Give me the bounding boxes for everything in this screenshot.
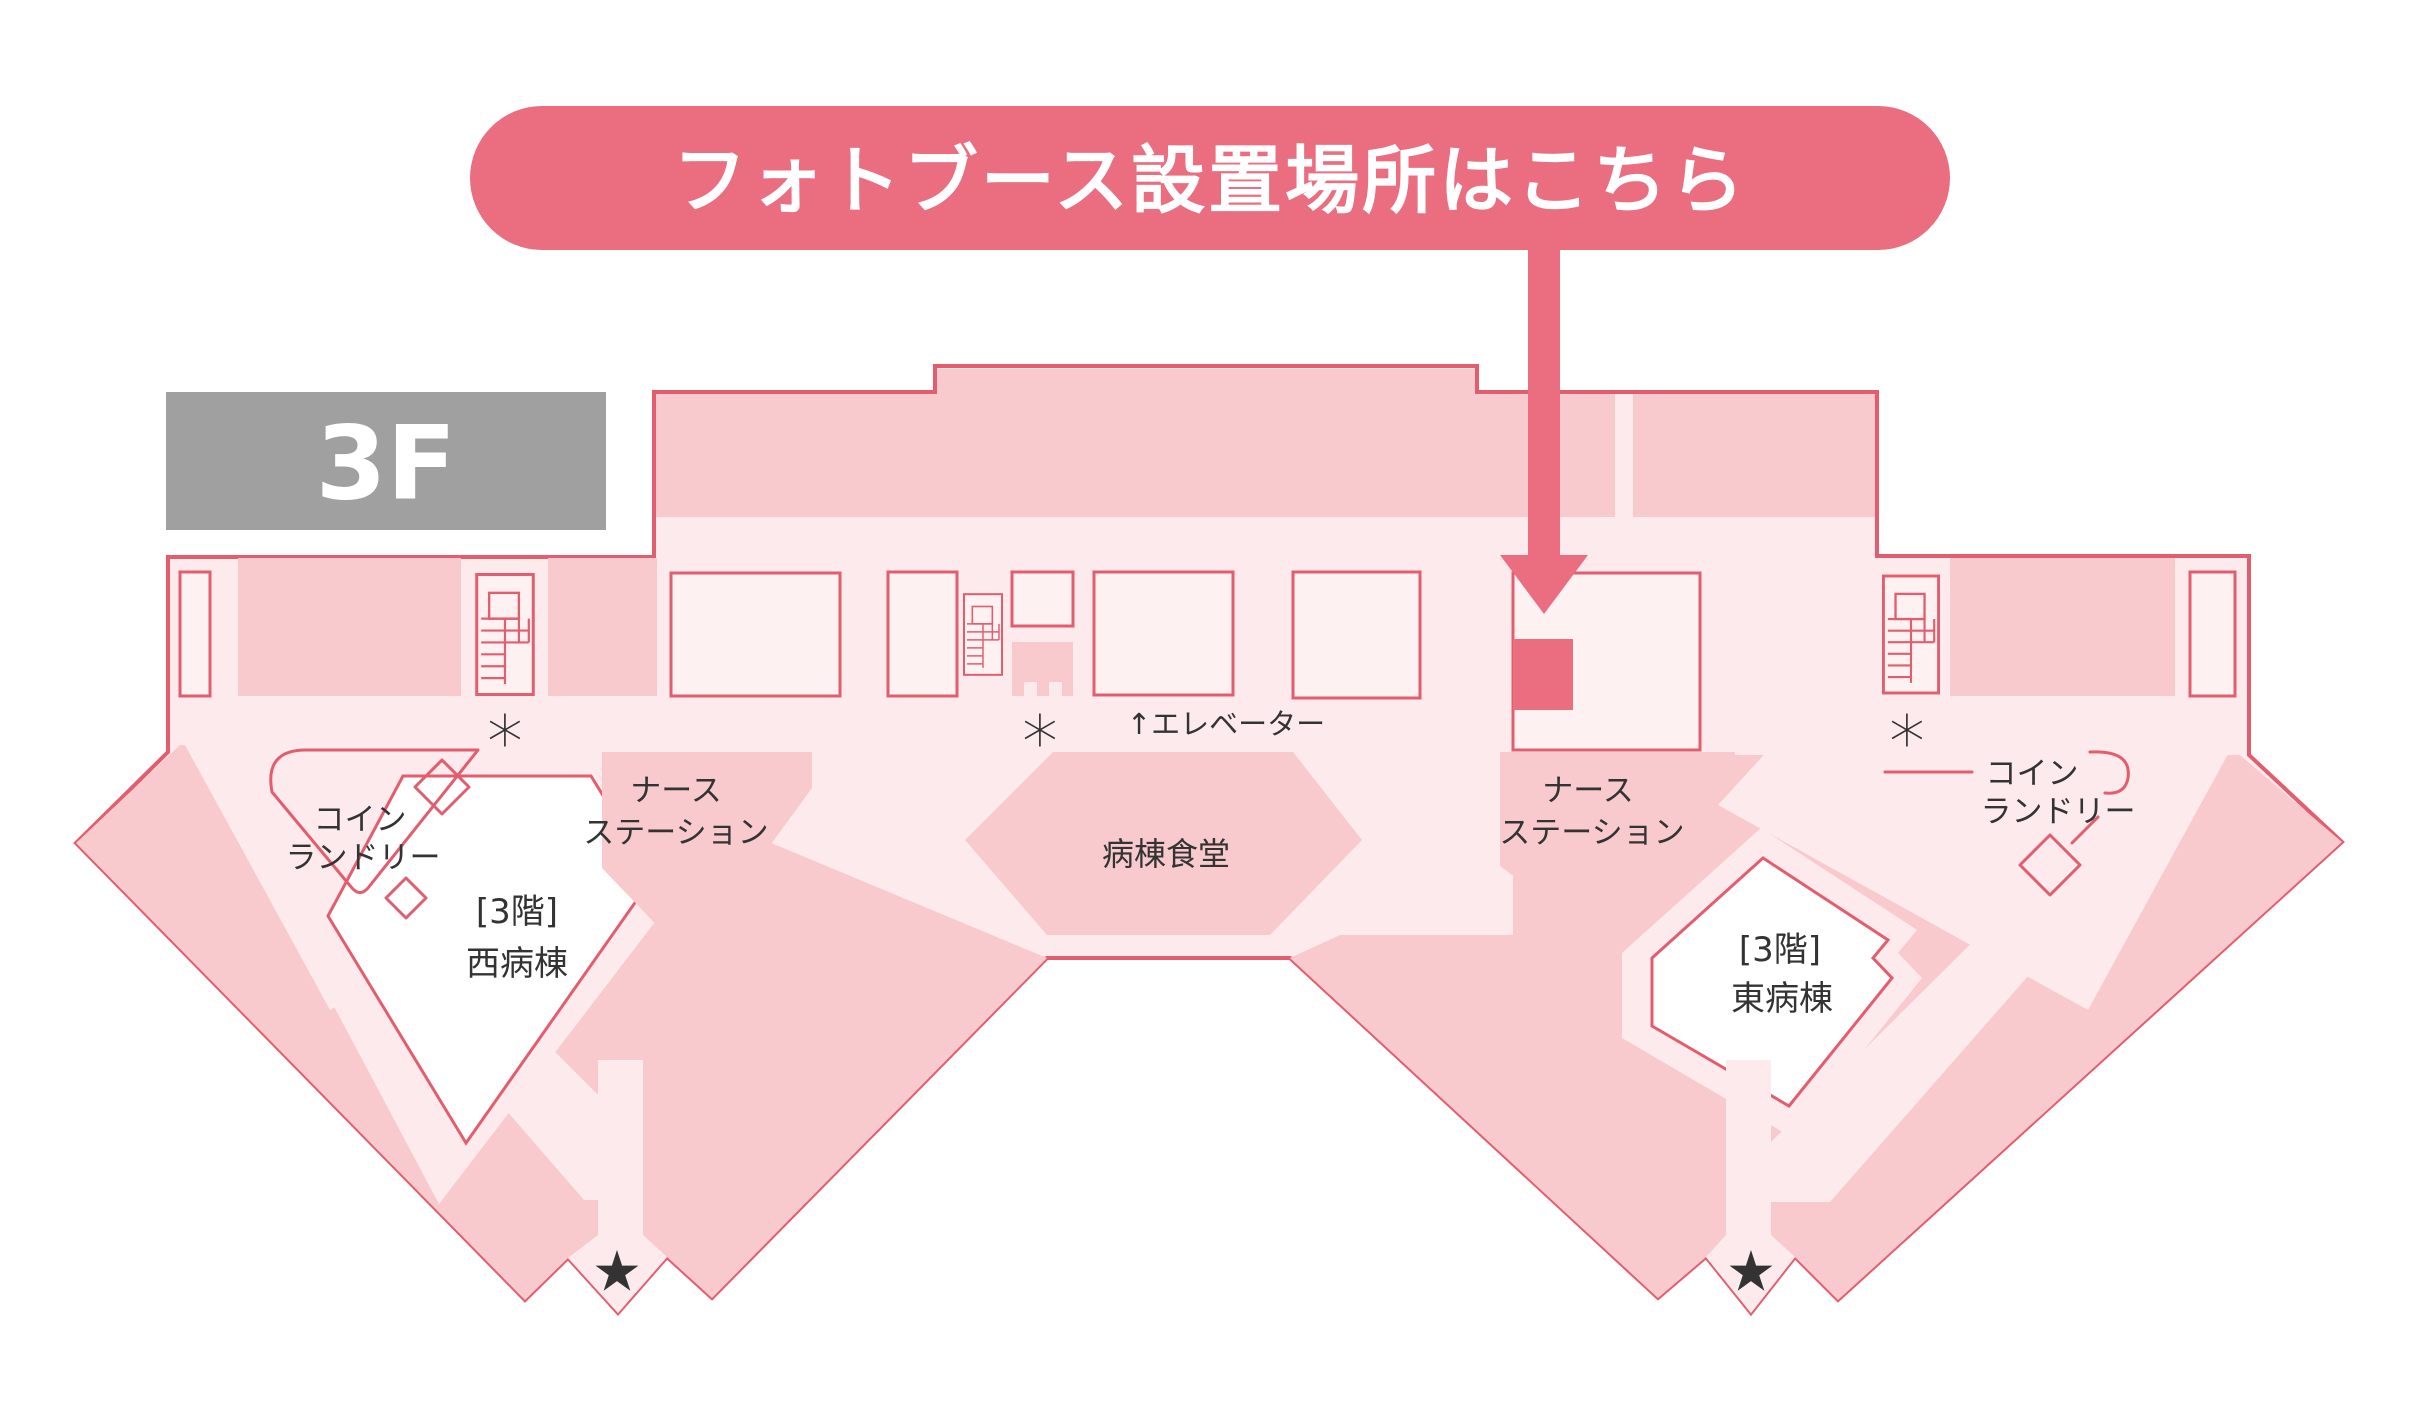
- banner-callout: フォトブース設置場所はこちら: [470, 106, 1950, 614]
- nurse-station-west-label-2: ステーション: [583, 815, 768, 851]
- asterisk-marker-center: *: [1022, 700, 1058, 784]
- nurse-station-east-label-1: ナース: [1542, 773, 1633, 809]
- room-a: [669, 571, 842, 698]
- west-ward-label-1: [3階]: [476, 892, 558, 932]
- west-ward-label-2: 西病棟: [466, 944, 568, 984]
- star-marker-east: ★: [1726, 1240, 1776, 1305]
- asterisk-marker-east: *: [1889, 700, 1925, 784]
- west-tip-corridor: [568, 1060, 667, 1313]
- east-courtyard: [1650, 856, 1894, 1108]
- elevator-label: ↑エレベーター: [1127, 707, 1325, 741]
- ward-block-east-1: [1950, 558, 2175, 696]
- stairs-icon-center: [963, 592, 1003, 677]
- elevator-icon: [1012, 642, 1073, 696]
- east-ward-label-1: [3階]: [1739, 930, 1821, 970]
- stairs-icon-east: [1882, 574, 1940, 695]
- room-west-narrow: [178, 570, 212, 698]
- room-d: [1291, 570, 1422, 700]
- north-corridor-band: [656, 394, 1875, 517]
- coin-laundry-east-icon: [2018, 833, 2082, 897]
- nurse-station-east-area: [1500, 752, 1735, 950]
- stairs-icon-west: [475, 573, 535, 696]
- coin-laundry-east-label-1: コイン: [1986, 756, 2079, 792]
- arrow-down-shaft: [1528, 248, 1560, 558]
- coin-laundry-west-label-1: コイン: [314, 802, 407, 838]
- asterisk-marker-west: *: [487, 700, 523, 784]
- nurse-station-west-label-1: ナース: [630, 773, 721, 809]
- ward-block-west-1: [238, 558, 461, 696]
- dining-hall-label: 病棟食堂: [1102, 835, 1230, 873]
- coin-laundry-west-outline: [269, 748, 480, 920]
- north-band-gap: [1615, 394, 1633, 517]
- coin-laundry-east-label-2: ランドリー: [1981, 794, 2136, 830]
- floor-badge-label: 3F: [316, 405, 457, 524]
- photo-booth-marker: [1513, 639, 1573, 710]
- east-ward-label-2: 東病棟: [1731, 979, 1833, 1019]
- coin-laundry-west-label-2: ランドリー: [286, 840, 441, 876]
- nurse-station-east-label-2: ステーション: [1499, 815, 1684, 851]
- room-east-narrow: [2188, 570, 2237, 698]
- north-corridor-band-protrusion: [937, 369, 1475, 396]
- coin-laundry-east-outline: [1883, 750, 2130, 897]
- floor-badge: 3F: [166, 392, 606, 530]
- star-marker-west: ★: [592, 1240, 642, 1305]
- east-coin-area: [1718, 745, 2233, 1010]
- room-b: [886, 570, 959, 698]
- elevator-hall: [1010, 570, 1075, 628]
- east-tip-corridor: [1706, 1060, 1795, 1313]
- nurse-station-west-area: [602, 752, 812, 958]
- west-courtyard: [326, 774, 655, 1146]
- ward-block-west-2: [548, 558, 657, 696]
- east-wing-corridor: [1771, 748, 2228, 1202]
- banner-label: フォトブース設置場所はこちら: [673, 138, 1747, 224]
- coin-laundry-west-icon: [413, 758, 471, 816]
- dining-hall-area: [965, 752, 1362, 935]
- room-c: [1092, 570, 1235, 697]
- arrow-down-icon: [1500, 555, 1588, 614]
